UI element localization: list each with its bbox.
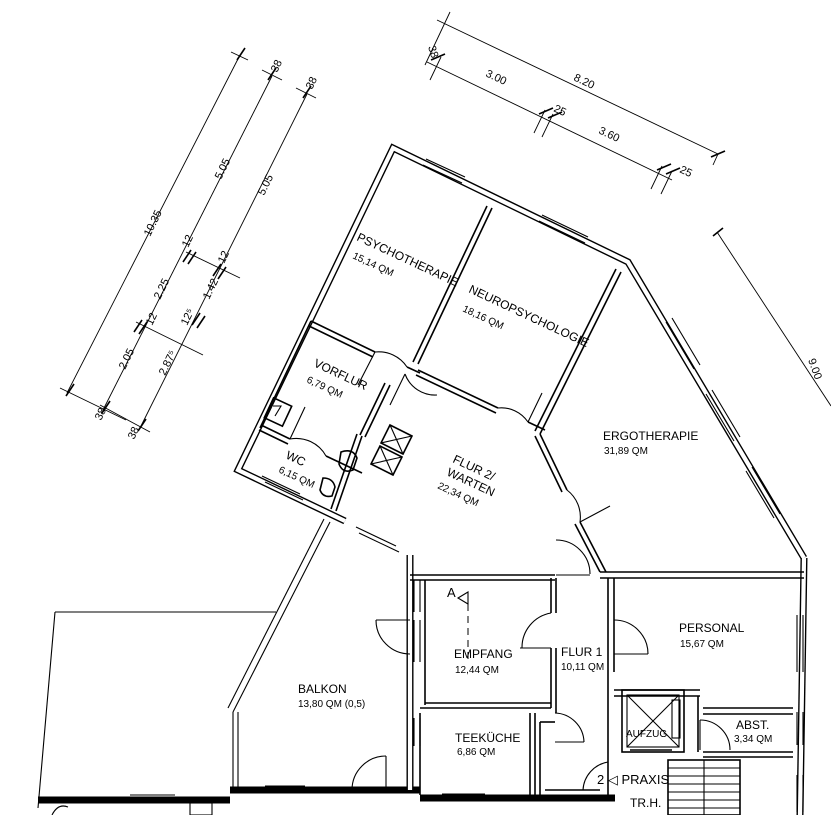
windows <box>130 158 804 812</box>
dim-left-38a: 38 <box>269 58 285 74</box>
dim-top-820: 8.20 <box>572 72 596 92</box>
section-mark-label: A <box>447 585 456 600</box>
windows-lower <box>413 580 421 746</box>
room-balkon-name: BALKON <box>298 682 347 696</box>
staircase <box>667 759 741 815</box>
dim-left-12a: 12 <box>180 233 196 249</box>
interior-walls-lower <box>406 555 804 795</box>
room-flur1-name: FLUR 1 <box>561 645 603 659</box>
dim-left2-505b: 5.05 <box>256 173 276 198</box>
wc-fixtures <box>263 396 358 498</box>
room-balkon-area: 13,80 QM (0,5) <box>298 699 365 710</box>
dimension-lines <box>59 11 831 433</box>
room-wc-name: WC <box>284 448 308 469</box>
dim-left-1035: 10.35 <box>142 208 165 238</box>
room-teekueche-name: TEEKÜCHE <box>455 731 520 745</box>
dim-left-225: 2.25 <box>152 277 172 302</box>
corner-detail <box>51 802 213 815</box>
room-empfang-name: EMPFANG <box>454 647 513 661</box>
room-ergotherapie-name: ERGOTHERAPIE <box>603 429 698 443</box>
dimension-texts: 38 3.00 8.20 25 3.60 25 10.35 38 5.05 12… <box>93 44 824 441</box>
doors-upper <box>289 351 611 523</box>
room-abst-area: 3,34 QM <box>734 734 772 745</box>
dim-left2-142: 1.42 <box>201 277 221 302</box>
praxis-label: 2 ◁ PRAXIS <box>597 772 669 787</box>
interior-walls-upper <box>258 205 622 573</box>
room-teekueche-area: 6,86 QM <box>457 747 495 758</box>
dim-top-300: 3.00 <box>484 68 508 88</box>
elevator <box>621 689 685 753</box>
room-personal-area: 15,67 QM <box>680 639 724 650</box>
dim-left2-12c: 12 <box>216 249 232 265</box>
dim-top-360: 3.60 <box>597 125 621 145</box>
room-empfang-area: 12,44 QM <box>455 665 499 676</box>
dim-left2-2875: 2.87⁵ <box>157 349 179 378</box>
dim-top-25b: 25 <box>678 164 694 180</box>
room-flur1-area: 10,11 QM <box>561 662 604 673</box>
dim-top-38: 38 <box>425 44 440 59</box>
treppenhaus-label: TR.H. <box>630 796 661 810</box>
dim-left2-38b: 38 <box>126 425 142 441</box>
dim-left2-38a: 38 <box>304 75 320 91</box>
dim-left-205: 2.05 <box>117 347 137 372</box>
dim-top-25a: 25 <box>552 103 568 119</box>
dim-left-505a: 5.05 <box>213 157 233 182</box>
room-abst-name: ABST. <box>736 718 769 732</box>
shaft-boxes <box>369 423 414 477</box>
dim-right-900: 9.00 <box>805 357 824 381</box>
doors-lower <box>351 539 731 791</box>
dim-left2-125: 12⁵ <box>179 307 197 327</box>
dim-left-38b: 38 <box>93 406 109 422</box>
outer-walls <box>37 143 808 815</box>
dim-left-12b: 12 <box>144 311 160 327</box>
section-marker: A <box>447 585 469 660</box>
room-aufzug-name: AUFZUG <box>626 729 667 740</box>
room-ergotherapie-area: 31,89 QM <box>604 446 648 457</box>
room-personal-name: PERSONAL <box>679 621 745 635</box>
room-wc-area: 6,15 QM <box>277 465 316 491</box>
